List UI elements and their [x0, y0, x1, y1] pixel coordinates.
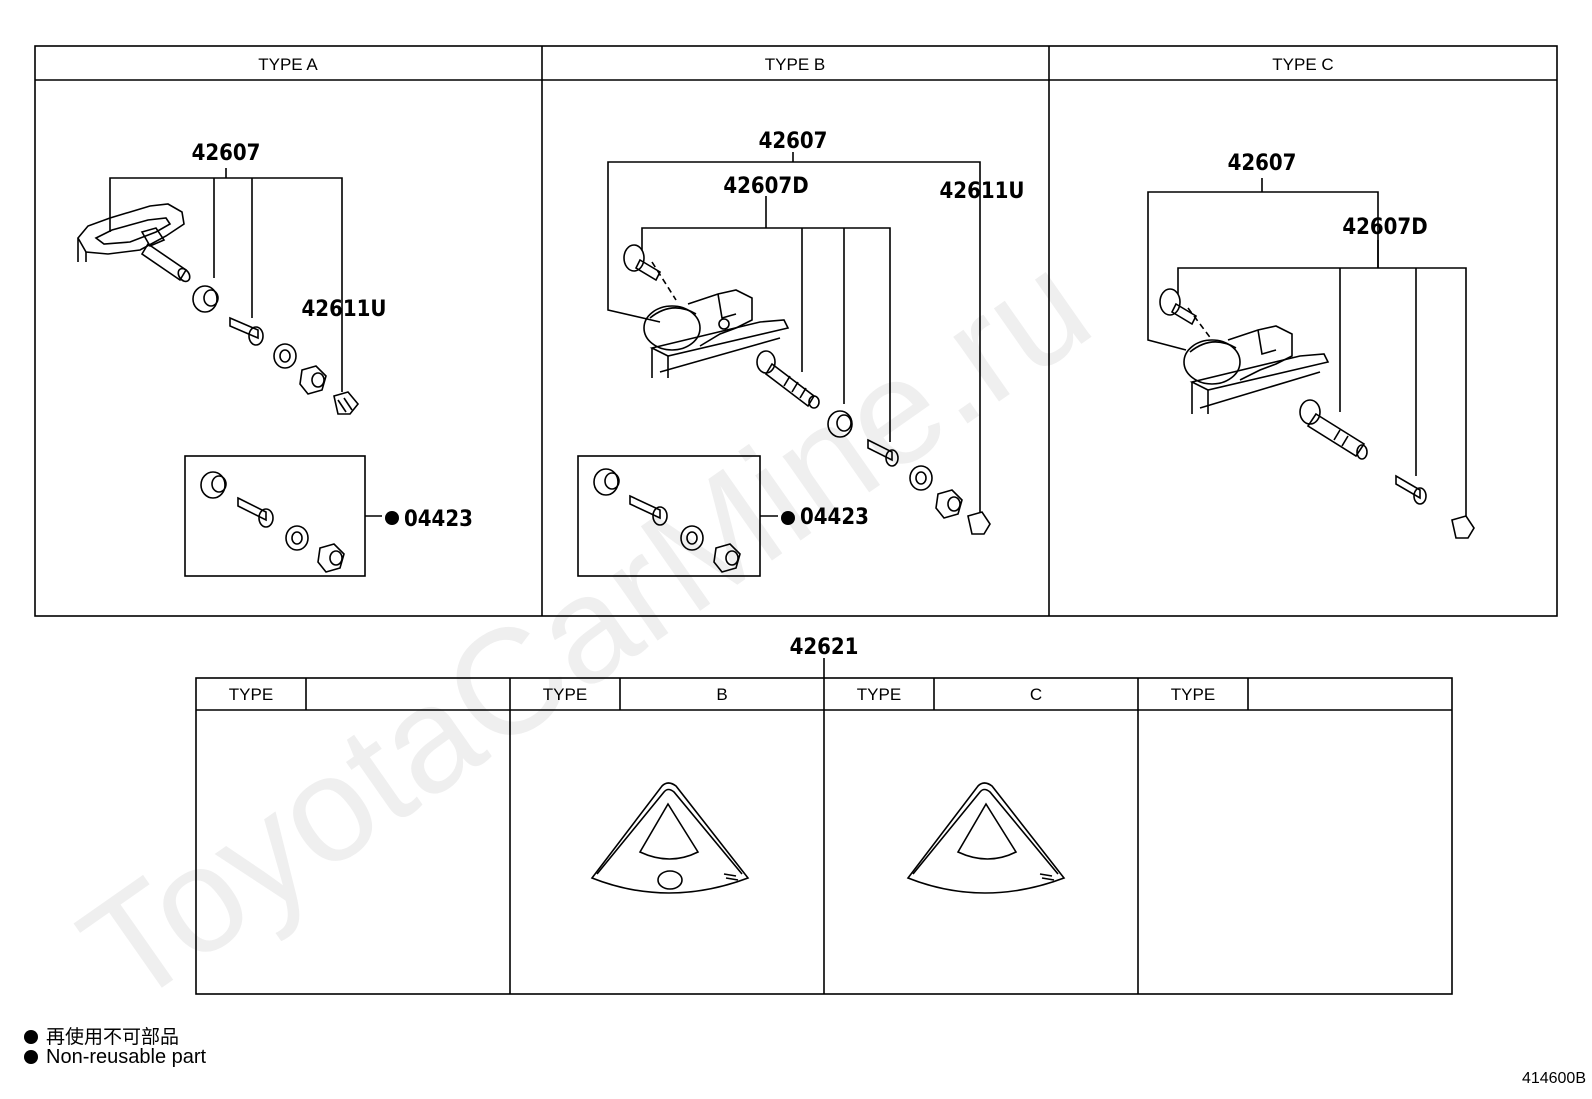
col2-type-value: B	[716, 685, 727, 704]
legend-bullet-icon	[24, 1050, 38, 1064]
col2-type-label: TYPE	[543, 685, 587, 704]
type-c-assembly-number: 42607	[1228, 151, 1297, 176]
type-b-kit-bullet	[781, 511, 795, 525]
diagram-code: 414600B	[1521, 1070, 1586, 1087]
legend-japanese: 再使用不可部品	[24, 1022, 179, 1049]
type-a-kit-number: 04423	[404, 507, 473, 532]
type-a-assembly-number: 42607	[192, 141, 261, 166]
legend-japanese-text: 再使用不可部品	[46, 1026, 180, 1048]
type-a-header: TYPE A	[258, 55, 318, 74]
type-b-assembly-number: 42607	[759, 129, 828, 154]
type-a-leaders	[109, 168, 343, 392]
watermark: ToyotaCarMine.ru	[52, 220, 1118, 1037]
type-b-leaders	[607, 152, 981, 512]
col1-type-label: TYPE	[229, 685, 273, 704]
col3-type-label: TYPE	[857, 685, 901, 704]
type-b-kit	[577, 455, 778, 577]
type-c-leaders	[1147, 178, 1467, 516]
type-a-cap-number: 42611U	[302, 297, 387, 322]
type-b-kit-number: 04423	[800, 505, 869, 530]
type-a-kit-bullet	[385, 511, 399, 525]
type-c-header: TYPE C	[1272, 55, 1333, 74]
legend-bullet-icon	[24, 1030, 38, 1044]
col3-type-value: C	[1030, 685, 1042, 704]
legend-english: Non-reusable part	[24, 1046, 206, 1069]
label-part-number: 42621	[790, 635, 859, 660]
type-c-sensor	[1159, 288, 1475, 539]
type-b-header: TYPE B	[765, 55, 825, 74]
col4-type-label: TYPE	[1171, 685, 1215, 704]
legend-english-text: Non-reusable part	[46, 1046, 207, 1068]
type-b-cap-number: 42611U	[940, 179, 1025, 204]
type-a-kit	[184, 455, 382, 577]
type-a-sensor	[77, 203, 360, 415]
type-c-sensor-number: 42607D	[1342, 215, 1427, 240]
type-b-label-drawing	[590, 782, 750, 894]
type-b-sensor	[623, 244, 991, 535]
type-c-label-drawing	[906, 782, 1066, 894]
type-b-sensor-number: 42607D	[723, 174, 808, 199]
upper-frame	[34, 45, 1558, 617]
